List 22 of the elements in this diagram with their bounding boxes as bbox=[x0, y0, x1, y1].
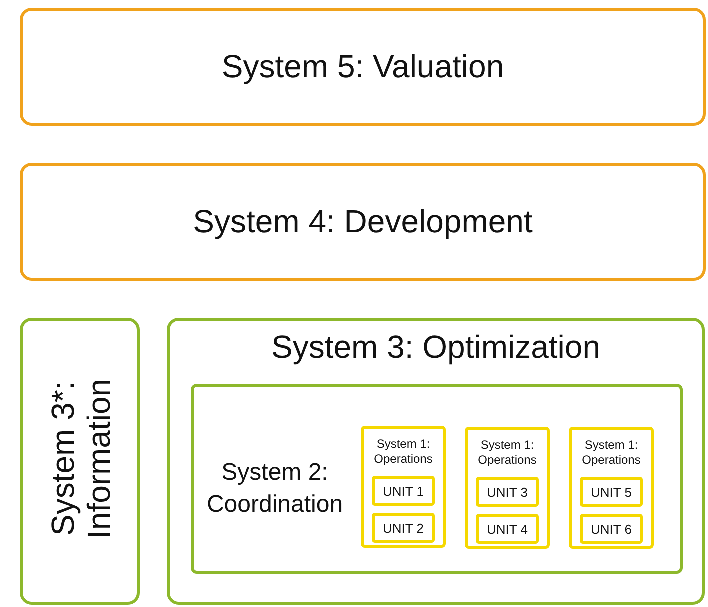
system-panel bbox=[20, 163, 706, 281]
system-label: System 1: Operations bbox=[477, 438, 538, 468]
unit-box: UNIT 6 bbox=[580, 514, 643, 544]
operations-panel bbox=[361, 426, 446, 548]
system-label: System 2: Coordination bbox=[206, 458, 344, 520]
unit-box: UNIT 1 bbox=[372, 476, 435, 506]
system-label: System 1: Operations bbox=[581, 438, 642, 468]
operations-panel bbox=[465, 427, 550, 549]
unit-box: UNIT 4 bbox=[476, 514, 539, 544]
system-label: System 4: Development bbox=[192, 204, 534, 240]
coordination-panel bbox=[191, 384, 683, 574]
system-label: System 1: Operations bbox=[373, 437, 434, 467]
unit-box: UNIT 2 bbox=[372, 513, 435, 543]
unit-box: UNIT 5 bbox=[580, 477, 643, 507]
system-label: System 3*: Information bbox=[45, 378, 117, 542]
unit-box: UNIT 3 bbox=[476, 477, 539, 507]
operations-panel bbox=[569, 427, 654, 549]
system-panel bbox=[20, 8, 706, 126]
system-panel bbox=[167, 318, 705, 605]
system-label: System 5: Valuation bbox=[220, 48, 506, 86]
system-panel bbox=[20, 318, 140, 605]
system-label: System 3: Optimization bbox=[270, 329, 602, 366]
